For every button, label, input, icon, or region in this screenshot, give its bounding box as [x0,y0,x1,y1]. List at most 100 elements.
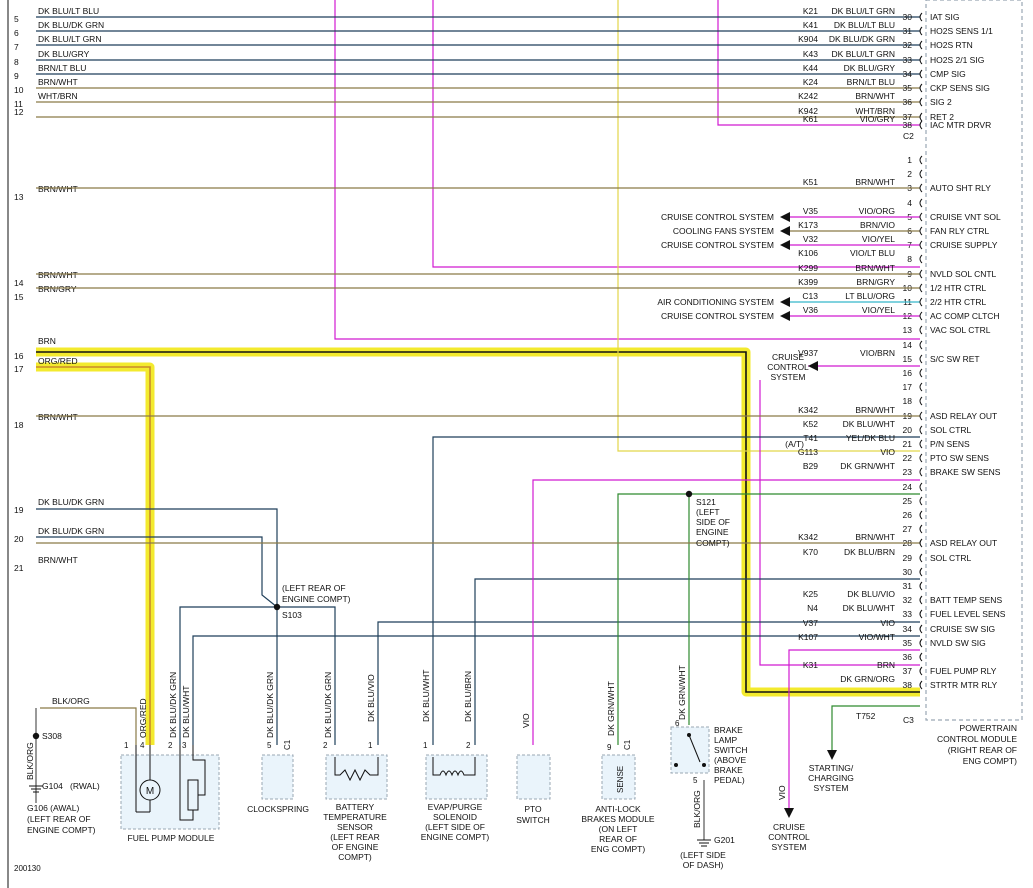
pin-terminal [919,553,923,563]
row-number: 17 [14,364,24,374]
abs-module-box [601,754,636,800]
row-number: 16 [14,351,24,361]
row-wire-label: BRN/WHT [38,184,78,194]
pin-terminal [919,69,923,79]
svg-text:CHARGING: CHARGING [808,773,854,783]
svg-text:S121: S121 [696,497,716,507]
svg-text:REAR OF: REAR OF [599,834,637,844]
c3-color: BRN/WHT [855,177,895,187]
c3-pin: 2 [907,169,912,179]
c2-pin: 35 [903,83,913,93]
c3-color: BRN/GRY [856,277,895,287]
g106-note-1: (LEFT REAR OF [27,814,91,824]
c3-dest: AIR CONDITIONING SYSTEM [657,297,774,307]
c3-pin: 29 [903,553,913,563]
c3-color: VIO [880,447,895,457]
row-wire-label: WHT/BRN [38,91,78,101]
c3-signal: AUTO SHT RLY [930,183,991,193]
pin-terminal [919,325,923,335]
s103-splice [273,603,281,611]
c2-circuit: K44 [803,63,818,73]
svg-text:CONTROL: CONTROL [768,832,810,842]
c3-circuit: K51 [803,177,818,187]
solenoid-coil-icon [432,757,476,777]
pin-terminal [919,311,923,321]
svg-text:VIO: VIO [777,785,787,800]
c3-signal: NVLD SW SIG [930,638,986,648]
c3-color: VIO/YEL [862,234,895,244]
c3-signal: CRUISE SUPPLY [930,240,998,250]
pin-terminal [919,254,923,264]
svg-text:BATTERY: BATTERY [336,802,375,812]
c3-signal: CRUISE VNT SOL [930,212,1001,222]
svg-text:COMPT): COMPT) [696,538,730,548]
dest-arrow-icon [780,311,790,321]
pto-label: PTO SWITCH [516,804,550,825]
wires-layer [35,0,920,840]
c3-circuit: K342 [798,532,818,542]
pin-terminal [919,638,923,648]
svg-text:CRUISE: CRUISE [773,822,805,832]
c3-signal: FUEL LEVEL SENS [930,609,1006,619]
svg-text:BLK/ORG: BLK/ORG [692,790,702,828]
c3-circuit: V37 [803,618,818,628]
cruise-15-arrow-icon [808,361,818,371]
c3-signal: NVLD SOL CNTL [930,269,997,279]
c3-pin: 33 [903,609,913,619]
thermistor-icon [334,757,379,782]
brake-switch-label: BRAKE LAMP SWITCH (ABOVE BRAKE PEDAL) [714,725,748,785]
c3-signal: STRTR MTR RLY [930,680,998,690]
c3-pin: 13 [903,325,913,335]
pin-terminal [919,396,923,406]
c2-circuit: K942 [798,106,818,116]
c3-signal: BATT TEMP SENS [930,595,1002,605]
c3-color: VIO/YEL [862,305,895,315]
c3-color: DK GRN/WHT [840,461,895,471]
c3-signal: 2/2 HTR CTRL [930,297,986,307]
c3-color: BRN/WHT [855,405,895,415]
c3-signal: BRAKE SW SENS [930,467,1001,477]
svg-text:SWITCH: SWITCH [714,745,748,755]
c3-circuit: C13 [802,291,818,301]
c3-pin: 38 [903,680,913,690]
row-number: 13 [14,192,24,202]
c3-pin: 34 [903,624,913,634]
vio-feed-38 [717,0,920,126]
c2-pin: 32 [903,40,913,50]
svg-text:(LEFT SIDE: (LEFT SIDE [680,850,726,860]
c3-circuit: K52 [803,419,818,429]
c2-color: DK BLU/LT GRN [832,49,895,59]
g201-ground-icon [697,839,711,847]
fuel-pump-module-label: FUEL PUMP MODULE [128,833,215,843]
svg-text:CONTROL MODULE: CONTROL MODULE [937,734,1017,744]
svg-text:6: 6 [675,719,680,728]
pin-terminal [919,55,923,65]
c3-circuit: K70 [803,547,818,557]
c2-color: DK BLU/DK GRN [829,34,895,44]
svg-text:TEMPERATURE: TEMPERATURE [323,812,387,822]
row-wire-label: BRN/WHT [38,77,78,87]
vio-cruise-34 [788,649,920,812]
pin-terminal [919,368,923,378]
svg-text:2: 2 [323,741,328,750]
c3-signal: P/N SENS [930,439,970,449]
c2-signal: HO2S RTN [930,40,973,50]
fuel-pump-relay-wire [36,351,920,693]
pin-terminal [919,169,923,179]
c3-pin: 37 [903,666,913,676]
abs-label: ANTI-LOCK BRAKES MODULE (ON LEFT REAR OF… [581,804,655,854]
pin-terminal [919,183,923,193]
clockspring-label: CLOCKSPRING [247,804,309,814]
svg-text:DK BLU/VIO: DK BLU/VIO [366,674,376,722]
c3-color: LT BLU/ORG [845,291,895,301]
c3-pin: 26 [903,510,913,520]
pin-terminal [919,411,923,421]
svg-text:VIO: VIO [521,713,531,728]
c2-signal: CKP SENS SIG [930,83,990,93]
c3-color: VIO/BRN [860,348,895,358]
pin-terminal [919,496,923,506]
pin-terminal [919,581,923,591]
svg-text:2: 2 [168,741,173,750]
